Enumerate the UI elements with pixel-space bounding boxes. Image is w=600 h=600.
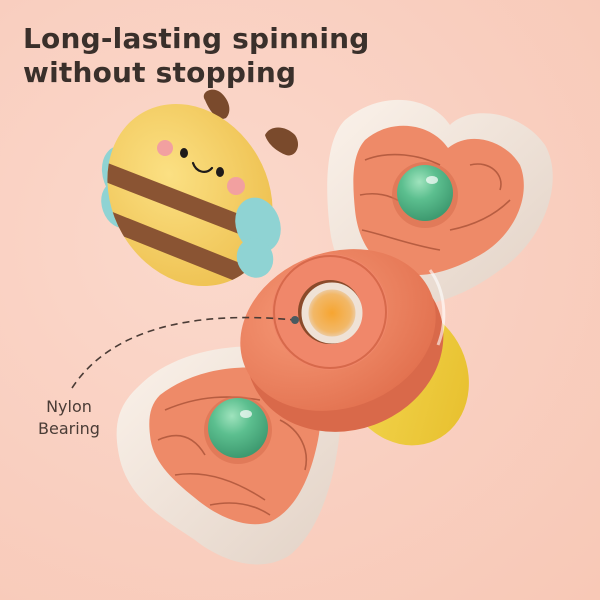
green-ball-top bbox=[397, 165, 453, 221]
green-ball-bottom bbox=[208, 398, 268, 458]
center-hub bbox=[240, 249, 446, 432]
headline: Long-lasting spinning without stopping bbox=[23, 22, 370, 90]
spinner-wing-top bbox=[327, 99, 553, 307]
callout-line-2: Bearing bbox=[38, 419, 100, 438]
headline-line-1: Long-lasting spinning bbox=[23, 22, 370, 55]
callout-leader-line bbox=[71, 316, 296, 389]
bee-figure bbox=[90, 89, 299, 293]
nylon-bearing bbox=[301, 282, 363, 344]
callout-line-1: Nylon bbox=[46, 397, 92, 416]
headline-line-2: without stopping bbox=[23, 56, 297, 89]
nylon-bearing-callout: Nylon Bearing bbox=[38, 396, 100, 440]
